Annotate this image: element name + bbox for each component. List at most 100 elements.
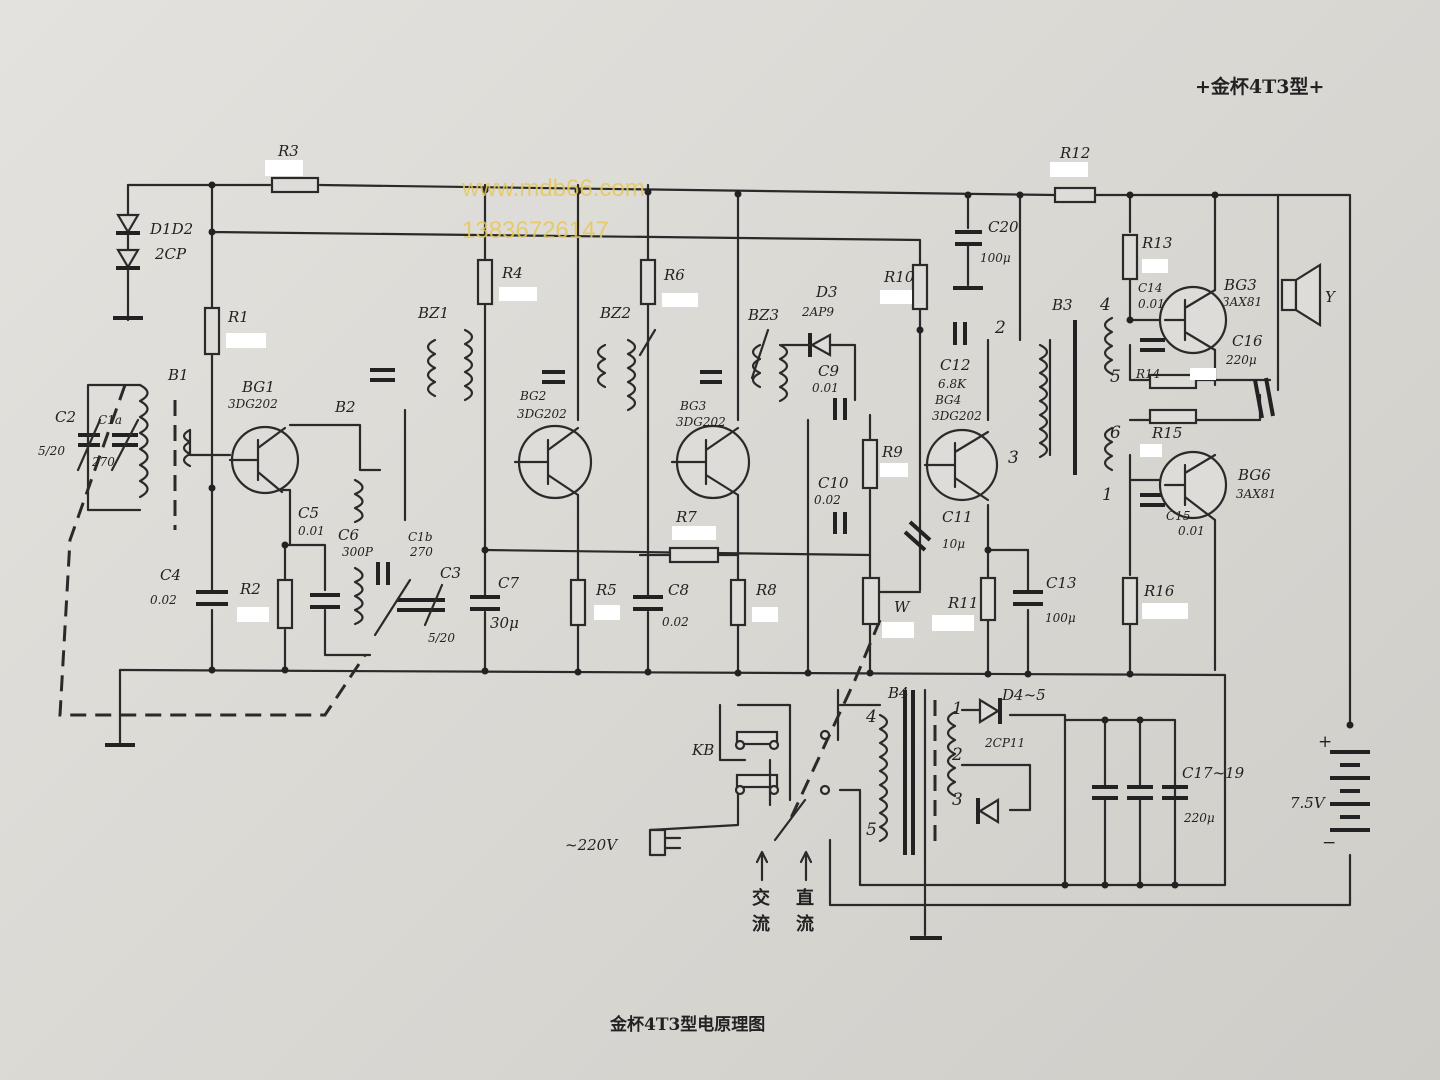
label-bg5: BG3: [1223, 276, 1257, 294]
resistor-r4: [476, 258, 494, 306]
battery: [1330, 750, 1370, 832]
model-title: +金杯4T3型+: [1195, 75, 1324, 98]
label-c11-value: 10μ: [942, 537, 965, 551]
label-b2: B2: [334, 398, 356, 416]
label-c10: C10: [818, 474, 849, 492]
label-r9: R9: [881, 443, 903, 461]
redaction-patches: [226, 160, 1216, 638]
label-battery-minus: −: [1322, 833, 1336, 853]
label-bz2: BZ2: [599, 304, 631, 322]
label-c16: C16: [1232, 332, 1263, 350]
capacitor-c19: [1162, 785, 1188, 800]
label-r6: R6: [663, 266, 685, 284]
capacitor-c10: [833, 512, 847, 534]
label-kb: KB: [691, 741, 714, 759]
capacitor-c4: [196, 590, 228, 606]
label-r2: R2: [239, 580, 261, 598]
resistor-r6: [639, 258, 657, 306]
label-c10-value: 0.02: [814, 493, 841, 507]
resistor-r14: [1148, 373, 1198, 390]
if-transformer-bz2: [596, 343, 607, 389]
label-bz1: BZ1: [417, 304, 449, 322]
capacitor-c11: [903, 520, 932, 552]
resistor-r8: [729, 578, 747, 627]
label-dc-char1: 直: [796, 887, 814, 909]
label-c2: C2: [55, 408, 76, 426]
label-r13: R13: [1141, 234, 1172, 252]
diode-d1: [116, 213, 140, 235]
label-bg1: BG1: [241, 378, 275, 396]
resistor-r12: [1053, 186, 1097, 204]
label-pin-1-b4: 1: [952, 699, 963, 719]
label-bg4: BG4: [934, 393, 961, 407]
if-transformer-bz3: [751, 343, 762, 389]
label-r3: R3: [277, 142, 299, 160]
label-bg2-type: 3DG202: [517, 407, 567, 421]
diode-d4: [978, 698, 1001, 724]
mains-plug: [648, 828, 682, 857]
label-c1719: C17~19: [1182, 764, 1245, 782]
label-c8-value: 0.02: [662, 615, 689, 629]
label-c20-value: 100μ: [980, 251, 1011, 265]
label-pin-2-b4: 2: [951, 745, 963, 765]
capacitor-c20: [955, 230, 982, 246]
capacitors: [78, 230, 1275, 800]
capacitor-c1b: [397, 598, 420, 612]
label-c1a-value: 270: [91, 455, 115, 469]
label-c14-value: 0.01: [1138, 297, 1165, 311]
label-c15-value: 0.01: [1178, 524, 1205, 538]
label-c13-value: 100μ: [1045, 611, 1076, 625]
label-ac-char2: 流: [752, 913, 770, 935]
potentiometer-w: [861, 576, 881, 626]
label-mains: ~220V: [565, 836, 619, 854]
label-c6: C6: [338, 526, 359, 544]
label-pin-2-b3: 2: [994, 318, 1006, 338]
power-transformer-b4: [878, 713, 889, 843]
label-bz3: BZ3: [747, 306, 779, 324]
label-r5: R5: [595, 581, 617, 599]
transistors: [228, 285, 1228, 522]
label-r12: R12: [1059, 144, 1090, 162]
capacitor-c6: [376, 562, 390, 585]
diodes: [116, 213, 1002, 824]
label-pin-4-b4: 4: [865, 707, 877, 727]
label-battery-plus: +: [1318, 732, 1332, 752]
label-d1d2-type: 2CP: [154, 245, 187, 263]
label-d1d2: D1D2: [149, 220, 193, 238]
capacitor-c8: [633, 595, 663, 611]
label-c12: C12: [940, 356, 971, 374]
label-c2-value: 5/20: [38, 444, 65, 458]
label-c12-value: 6.8K: [938, 377, 967, 391]
label-c1a: C1a: [98, 413, 122, 427]
resistor-r3: [270, 176, 320, 194]
label-r11: R11: [947, 594, 978, 612]
label-r1: R1: [227, 308, 249, 326]
resistors: [203, 176, 1198, 630]
label-c5: C5: [298, 504, 319, 522]
label-bg4-type: 3DG202: [932, 409, 982, 423]
capacitor-c5: [310, 593, 340, 609]
capacitor-bz2: [542, 370, 565, 384]
switch-kb: [718, 688, 840, 842]
label-c3: C3: [440, 564, 461, 582]
label-r10: R10: [883, 268, 915, 286]
coils: [86, 316, 1114, 855]
capacitor-c17: [1092, 785, 1118, 800]
label-d45: D4~5: [1001, 686, 1046, 704]
label-c20: C20: [988, 218, 1019, 236]
transistor-bg6: [1158, 450, 1228, 520]
label-bg5-type: 3AX81: [1222, 295, 1262, 309]
label-c11: C11: [942, 508, 973, 526]
label-bg6-type: 3AX81: [1236, 487, 1276, 501]
capacitor-c16: [1253, 377, 1275, 419]
label-ac-char1: 交: [752, 887, 770, 909]
transistor-bg5: [1158, 285, 1228, 355]
label-b3: B3: [1051, 296, 1073, 314]
label-pin-6-b3: 6: [1110, 423, 1121, 443]
label-c16-value: 220μ: [1225, 353, 1257, 367]
diode-d3: [809, 333, 832, 357]
diode-d5: [977, 798, 1000, 824]
resistor-r15: [1148, 408, 1198, 425]
